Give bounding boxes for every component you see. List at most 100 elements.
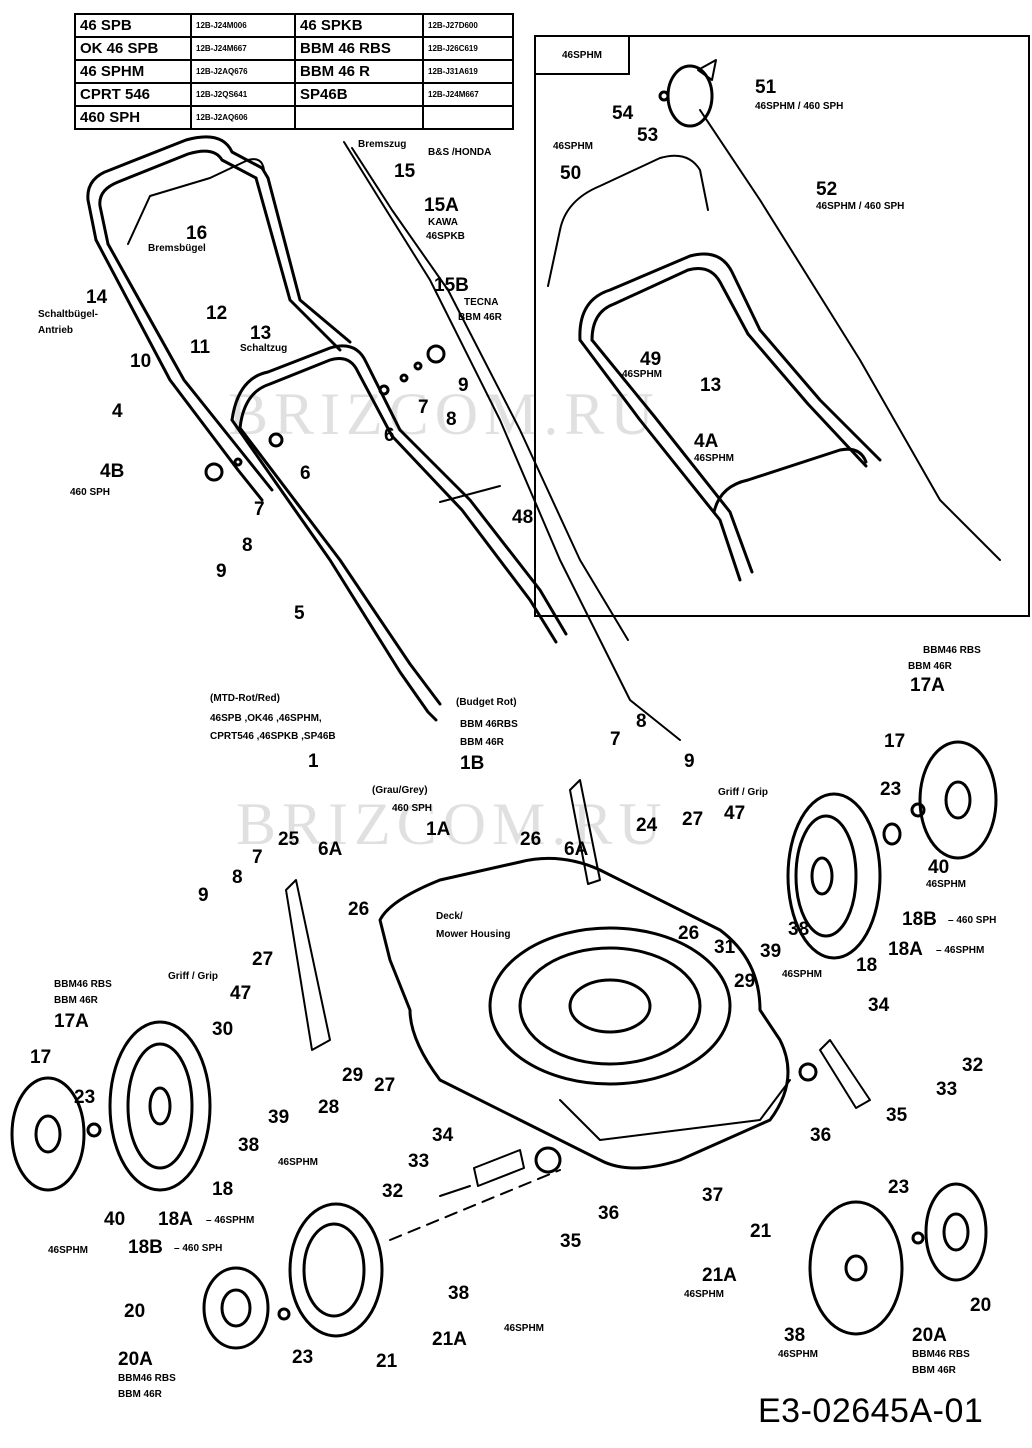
part-number-label: 1B <box>460 753 485 774</box>
part-number-label: 21A <box>702 1265 737 1286</box>
part-number-label: 15A <box>424 195 459 216</box>
model-name-cell <box>294 105 424 130</box>
part-note-label: BBM46 RBS <box>912 1349 970 1360</box>
part-number-label: 15 <box>394 161 416 182</box>
wheel-18-right <box>786 792 882 960</box>
part-number-label: 39 <box>760 941 782 962</box>
part-note-label: B&S /HONDA <box>428 147 492 158</box>
part-note-label: BBM 46R <box>54 995 98 1006</box>
part-number-label: 4 <box>112 401 123 422</box>
part-number-label: 32 <box>382 1181 404 1202</box>
part-note-label: 46SPHM <box>782 969 823 980</box>
part-number-label: 13 <box>250 323 272 344</box>
part-number-label: 17A <box>910 675 945 696</box>
part-note-label: Griff / Grip <box>718 787 768 798</box>
model-code-cell <box>422 105 514 130</box>
model-name-cell: 460 SPH <box>74 105 192 130</box>
mower-deck <box>378 856 790 1170</box>
part-note-label: Schaltbügel- <box>38 309 99 320</box>
part-number-label: 34 <box>868 995 890 1016</box>
part-number-label: 15B <box>434 275 469 296</box>
model-code-cell: 12B-J24M667 <box>422 82 514 107</box>
part-number-label: 18B <box>128 1237 163 1258</box>
bail-bar <box>127 158 265 245</box>
model-name-cell: 46 SPB <box>74 13 192 38</box>
part-number-label: 20A <box>912 1325 947 1346</box>
part-note-label: Mower Housing <box>436 929 511 940</box>
part-number-label: 18A <box>888 939 923 960</box>
part-note-label: BBM46 RBS <box>923 645 981 656</box>
part-number-label: 30 <box>212 1019 234 1040</box>
part-number-label: 26 <box>348 899 370 920</box>
upper-handle <box>86 135 270 242</box>
model-code-cell: 12B-J2AQ676 <box>190 59 296 84</box>
part-note-label: BBM 46R <box>912 1365 956 1376</box>
part-note-label: 46SPHM <box>504 1323 545 1334</box>
part-number-label: 48 <box>512 507 534 528</box>
part-note-label: CPRT546 ,46SPKB ,SP46B <box>210 731 336 742</box>
part-number-label: 21 <box>376 1351 398 1372</box>
part-note-label: BBM 46R <box>908 661 952 672</box>
part-number-label: 18 <box>856 955 878 976</box>
part-number-label: 33 <box>936 1079 958 1100</box>
part-number-label: 25 <box>278 829 300 850</box>
part-number-label: 49 <box>640 349 662 370</box>
part-number-label: 23 <box>292 1347 314 1368</box>
model-code-cell: 12B-J31A619 <box>422 59 514 84</box>
part-note-label: 46SPHM <box>48 1245 89 1256</box>
part-number-label: 29 <box>734 971 756 992</box>
part-number-label: 1A <box>426 819 451 840</box>
part-note-label: Bremsbügel <box>148 243 206 254</box>
model-name-cell: 46 SPHM <box>74 59 192 84</box>
part-number-label: 29 <box>342 1065 364 1086</box>
part-number-label: 9 <box>684 751 695 772</box>
watermark-lower: BRIZCOM.RU <box>236 791 668 857</box>
part-number-label: 8 <box>232 867 243 888</box>
part-note-label: 46SPHM / 460 SPH <box>755 101 844 112</box>
part-number-label: 16 <box>186 223 208 244</box>
part-number-label: 18A <box>158 1209 193 1230</box>
model-name-cell: CPRT 546 <box>74 82 192 107</box>
part-number-label: 39 <box>268 1107 290 1128</box>
part-number-label: 24 <box>636 815 658 836</box>
part-note-label: 46SPKB <box>426 231 465 242</box>
part-number-label: 8 <box>242 535 253 556</box>
part-note-label: 46SPHM <box>694 453 735 464</box>
part-note-label: BBM 46R <box>118 1389 162 1400</box>
part-note-label: Bremszug <box>358 139 407 150</box>
part-number-label: 37 <box>702 1185 724 1206</box>
part-number-label: 12 <box>206 303 228 324</box>
part-number-label: 31 <box>714 937 736 958</box>
part-number-label: 7 <box>252 847 263 868</box>
part-number-label: 38 <box>238 1135 260 1156</box>
part-note-label: – 46SPHM <box>936 945 985 956</box>
part-number-label: 21 <box>750 1221 772 1242</box>
part-number-label: 6 <box>384 425 395 446</box>
part-number-label: 10 <box>130 351 152 372</box>
part-note-label: Griff / Grip <box>168 971 218 982</box>
part-number-label: 38 <box>448 1283 470 1304</box>
part-number-label: 50 <box>560 163 582 184</box>
wheel-21-right <box>808 1200 904 1336</box>
part-number-label: 27 <box>682 809 704 830</box>
part-number-label: 6 <box>300 463 311 484</box>
part-note-label: Deck/ <box>436 911 463 922</box>
inset-handle <box>578 252 762 342</box>
part-number-label: 9 <box>198 885 209 906</box>
part-number-label: 33 <box>408 1151 430 1172</box>
part-note-label: Antrieb <box>38 325 73 336</box>
part-number-label: 9 <box>458 375 469 396</box>
part-number-label: 54 <box>612 103 634 124</box>
part-number-label: 47 <box>724 803 746 824</box>
part-number-label: 23 <box>74 1087 96 1108</box>
part-note-label: – 460 SPH <box>174 1243 223 1254</box>
part-number-label: 20 <box>124 1301 146 1322</box>
part-number-label: 53 <box>637 125 659 146</box>
part-note-label: 46SPHM <box>778 1349 819 1360</box>
model-name-cell: 46 SPKB <box>294 13 424 38</box>
model-code-cell: 12B-J26C619 <box>422 36 514 61</box>
